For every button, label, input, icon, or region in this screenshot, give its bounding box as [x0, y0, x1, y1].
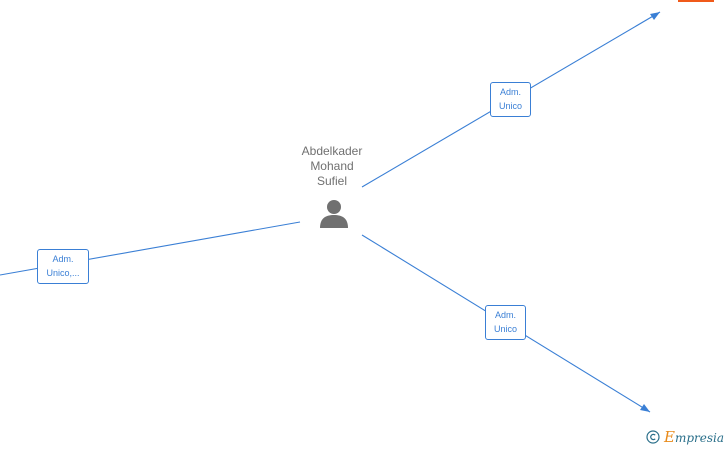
copyright-icon: [646, 430, 660, 444]
brand-rest: mpresia: [674, 431, 724, 445]
arrow-head-top: [650, 12, 660, 20]
building-icon[interactable]: [676, 0, 716, 6]
relation-top-line-2: Unico: [498, 101, 522, 111]
brand-logo[interactable]: Empresia: [664, 428, 724, 446]
relation-left-line-1: Adm.: [52, 254, 74, 264]
brand-initial: E: [663, 428, 675, 446]
person-name[interactable]: Abdelkader Mohand Sufiel: [286, 144, 378, 189]
footer-branding: Empresia: [646, 428, 724, 446]
relation-label-top[interactable]: Adm. Unico: [490, 82, 531, 117]
person-icon[interactable]: [318, 198, 350, 230]
relation-bottom-line-1: Adm.: [494, 310, 516, 320]
arrow-head-bottom: [640, 404, 650, 412]
person-name-line-3: Sufiel: [316, 174, 348, 188]
relation-label-bottom[interactable]: Adm. Unico: [485, 305, 526, 340]
relation-left-line-2: Unico,...: [46, 268, 80, 278]
person-name-line-2: Mohand: [310, 159, 354, 173]
relation-top-line-1: Adm.: [499, 87, 521, 97]
relation-label-left[interactable]: Adm. Unico,...: [37, 249, 89, 284]
person-name-line-1: Abdelkader: [301, 144, 363, 158]
relation-bottom-line-2: Unico: [493, 324, 517, 334]
